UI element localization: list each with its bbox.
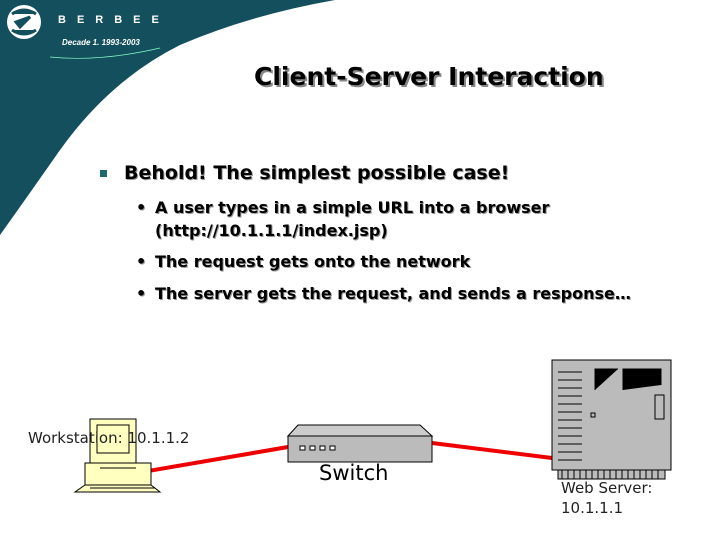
dot-bullet-icon: • (136, 198, 147, 217)
server-ip: 10.1.1.1 (561, 499, 624, 517)
sub-bullet-1: •A user types in a simple URL into a bro… (136, 198, 550, 217)
switch-icon (286, 424, 434, 463)
link-switch-server (431, 441, 553, 460)
server-label: Web Server: (561, 479, 653, 497)
link-workstation-switch (124, 445, 289, 477)
sub-bullet-3: •The server gets the request, and sends … (136, 284, 631, 303)
switch-label: Switch (319, 461, 389, 485)
square-bullet-icon (100, 170, 107, 177)
dot-bullet-icon: • (136, 284, 147, 303)
workstation-label: Workstation: 10.1.1.2 (28, 429, 190, 447)
brand-name: BERBEE (58, 14, 170, 26)
brand-tagline: Decade 1. 1993-2003 (62, 38, 140, 47)
slide-title: Client-Server Interaction (254, 62, 604, 91)
workstation-icon (73, 418, 162, 493)
main-bullet: Behold! The simplest possible case! (124, 162, 510, 184)
sub-bullet-1-cont: (http://10.1.1.1/index.jsp) (155, 221, 388, 240)
server-icon (551, 359, 672, 480)
sub-bullet-2: •The request gets onto the network (136, 252, 471, 271)
dot-bullet-icon: • (136, 252, 147, 271)
berbee-logo-icon (7, 5, 41, 39)
